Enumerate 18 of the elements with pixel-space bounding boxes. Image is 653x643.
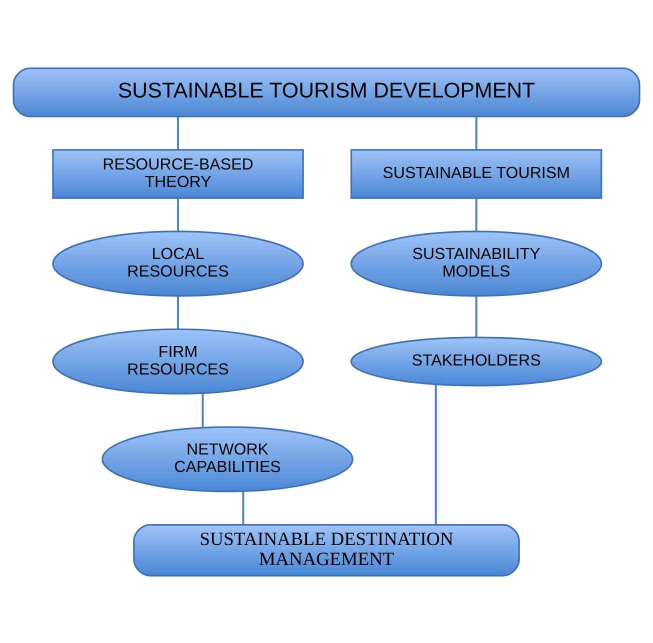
node-box: SUSTAINABLE TOURISM DEVELOPMENT [12,67,640,117]
connector [242,491,244,524]
node-box: RESOURCE-BASED THEORY [52,148,304,198]
connector [475,116,478,150]
connector [177,116,180,150]
node-box: SUSTAINABLE DESTINATION MANAGEMENT [133,524,520,576]
node-ellipse: SUSTAINABILITY MODELS [350,230,602,296]
connector [475,198,478,231]
node-ellipse: FIRM RESOURCES [52,328,304,394]
node-ellipse: LOCAL RESOURCES [52,230,304,296]
connector [475,296,478,337]
connector [177,296,180,329]
connector [434,384,437,524]
connector [177,198,180,231]
node-ellipse: NETWORK CAPABILITIES [102,426,354,492]
node-ellipse: STAKEHOLDERS [350,336,602,386]
node-box: SUSTAINABLE TOURISM [350,148,602,198]
connector [202,392,204,427]
